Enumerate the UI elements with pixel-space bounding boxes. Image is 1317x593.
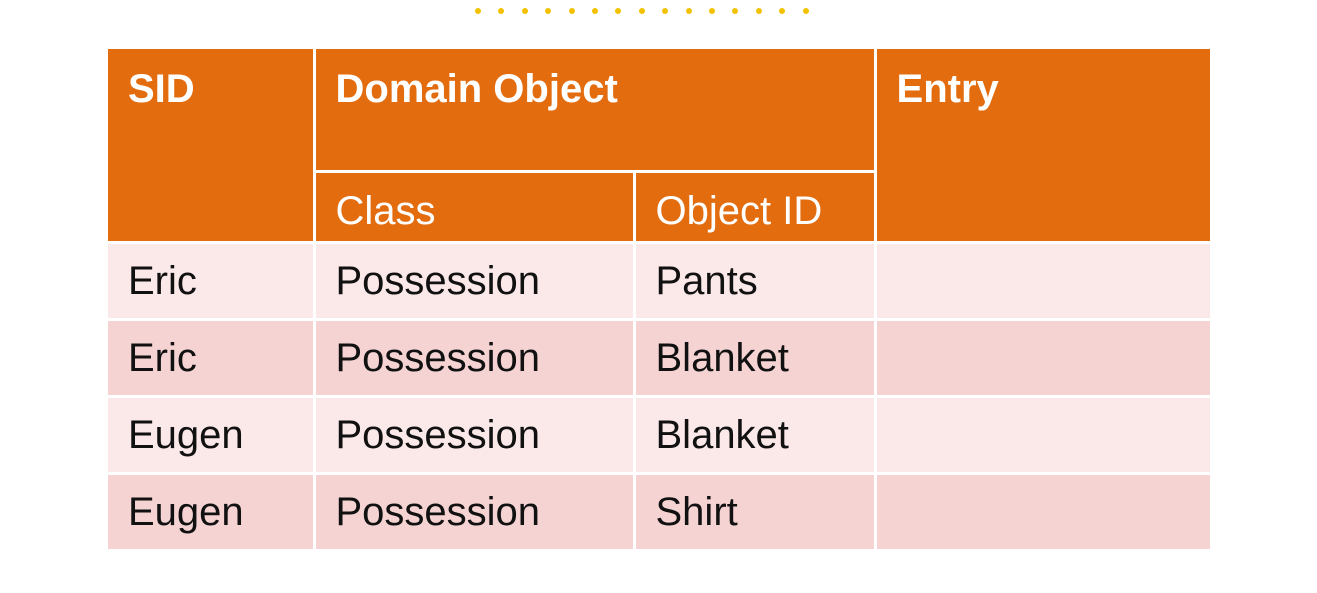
cell-class: Possession — [312, 472, 636, 549]
header-row-top: SID Domain Object Entry — [108, 49, 1211, 244]
divider-dot — [615, 8, 622, 14]
cell-sid: Eric — [108, 241, 316, 321]
cell-object-id: Shirt — [632, 472, 877, 549]
header-object-id: Object ID — [632, 171, 877, 244]
acl-entries-table: SID Domain Object Entry Class Object ID … — [108, 49, 1211, 549]
divider-dot — [779, 8, 786, 14]
table-header: SID Domain Object Entry Class Object ID — [108, 49, 1211, 244]
divider-dot — [521, 8, 528, 14]
divider-dot — [709, 8, 715, 14]
cell-object-id: Blanket — [632, 318, 877, 398]
divider-dot — [592, 8, 598, 14]
cell-sid: Eugen — [108, 395, 316, 475]
header-sid: SID — [108, 49, 316, 244]
cell-class: Possession — [312, 395, 636, 475]
divider-dot — [545, 8, 552, 14]
cell-sid: Eugen — [108, 472, 316, 549]
cell-entry — [873, 395, 1211, 475]
table-row: Eric Possession Pants — [108, 241, 1211, 321]
cell-object-id: Blanket — [632, 395, 877, 475]
cell-entry — [873, 241, 1211, 321]
header-entry: Entry — [873, 49, 1211, 244]
cell-object-id: Pants — [632, 241, 877, 321]
divider-dot — [662, 8, 669, 14]
dotted-divider — [470, 8, 840, 18]
divider-dot — [568, 8, 575, 14]
divider-dot — [498, 8, 505, 14]
header-class: Class — [312, 171, 636, 244]
divider-dot — [755, 8, 762, 14]
divider-dot — [638, 8, 645, 14]
header-row-sub: Class Object ID — [108, 171, 1210, 244]
cell-entry — [873, 318, 1211, 398]
cell-class: Possession — [312, 241, 636, 321]
divider-dot — [802, 8, 809, 14]
divider-dot — [475, 8, 481, 14]
cell-sid: Eric — [108, 318, 316, 398]
header-domain-object: Domain Object — [312, 49, 877, 173]
divider-dot — [685, 8, 692, 14]
table-body: Eric Possession Pants Eric Possession Bl… — [108, 241, 1211, 549]
table-row: Eugen Possession Blanket — [108, 395, 1211, 475]
table-row: Eric Possession Blanket — [108, 318, 1211, 398]
cell-entry — [873, 472, 1211, 549]
divider-dot — [732, 8, 739, 14]
table-row: Eugen Possession Shirt — [108, 472, 1211, 549]
cell-class: Possession — [312, 318, 636, 398]
